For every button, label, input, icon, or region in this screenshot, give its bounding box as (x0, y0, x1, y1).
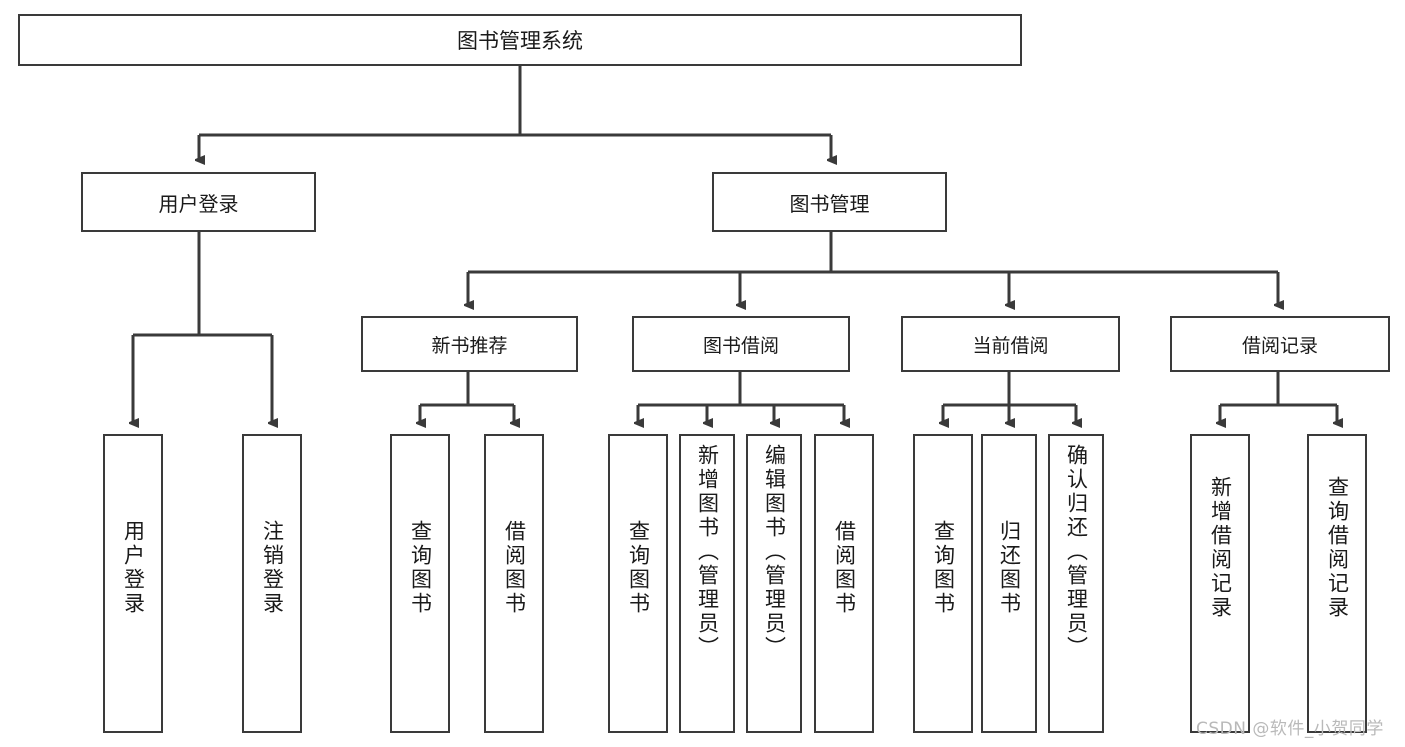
node-confirm-return[interactable]: 确认归还（管理员） (1048, 434, 1104, 733)
node-logout-leaf-label: 注销登录 (260, 520, 285, 616)
node-confirm-return-label: 确认归还（管理员） (1064, 444, 1089, 660)
node-borrow-book-1[interactable]: 借阅图书 (484, 434, 544, 733)
node-add-book[interactable]: 新增图书（管理员） (679, 434, 735, 733)
node-borrow-book-2-label: 借阅图书 (832, 520, 857, 616)
node-book-management[interactable]: 图书管理 (712, 172, 947, 232)
node-add-borrow-record[interactable]: 新增借阅记录 (1190, 434, 1250, 733)
node-query-borrow-record[interactable]: 查询借阅记录 (1307, 434, 1367, 733)
node-edit-book-label: 编辑图书（管理员） (762, 444, 787, 660)
node-borrow-book-1-label: 借阅图书 (502, 520, 527, 616)
node-book-management-label: 图书管理 (789, 191, 870, 216)
node-current-borrow[interactable]: 当前借阅 (901, 316, 1120, 372)
node-query-borrow-record-label: 查询借阅记录 (1325, 476, 1350, 620)
node-new-book-recommend-label: 新书推荐 (431, 334, 508, 357)
node-edit-book[interactable]: 编辑图书（管理员） (746, 434, 802, 733)
node-return-book[interactable]: 归还图书 (981, 434, 1037, 733)
node-query-book-1-label: 查询图书 (408, 520, 433, 616)
node-user-login[interactable]: 用户登录 (81, 172, 316, 232)
node-logout-leaf[interactable]: 注销登录 (242, 434, 302, 733)
node-query-book-1[interactable]: 查询图书 (390, 434, 450, 733)
node-return-book-label: 归还图书 (997, 520, 1022, 616)
node-borrow-record[interactable]: 借阅记录 (1170, 316, 1390, 372)
node-borrow-book-2[interactable]: 借阅图书 (814, 434, 874, 733)
node-root-label: 图书管理系统 (457, 29, 583, 53)
node-query-book-2-label: 查询图书 (626, 520, 651, 616)
node-current-borrow-label: 当前借阅 (972, 334, 1049, 357)
node-book-borrow-label: 图书借阅 (702, 334, 779, 357)
node-user-login-leaf-label: 用户登录 (121, 520, 146, 616)
node-root[interactable]: 图书管理系统 (18, 14, 1022, 66)
node-query-book-2[interactable]: 查询图书 (608, 434, 668, 733)
node-book-borrow[interactable]: 图书借阅 (632, 316, 850, 372)
node-add-borrow-record-label: 新增借阅记录 (1208, 476, 1233, 620)
node-query-book-3-label: 查询图书 (931, 520, 956, 616)
node-query-book-3[interactable]: 查询图书 (913, 434, 973, 733)
node-user-login-label: 用户登录 (158, 191, 239, 216)
node-user-login-leaf[interactable]: 用户登录 (103, 434, 163, 733)
node-new-book-recommend[interactable]: 新书推荐 (361, 316, 578, 372)
watermark: CSDN @软件_小贺同学 (1196, 719, 1384, 739)
node-borrow-record-label: 借阅记录 (1241, 334, 1318, 357)
node-add-book-label: 新增图书（管理员） (695, 444, 720, 660)
